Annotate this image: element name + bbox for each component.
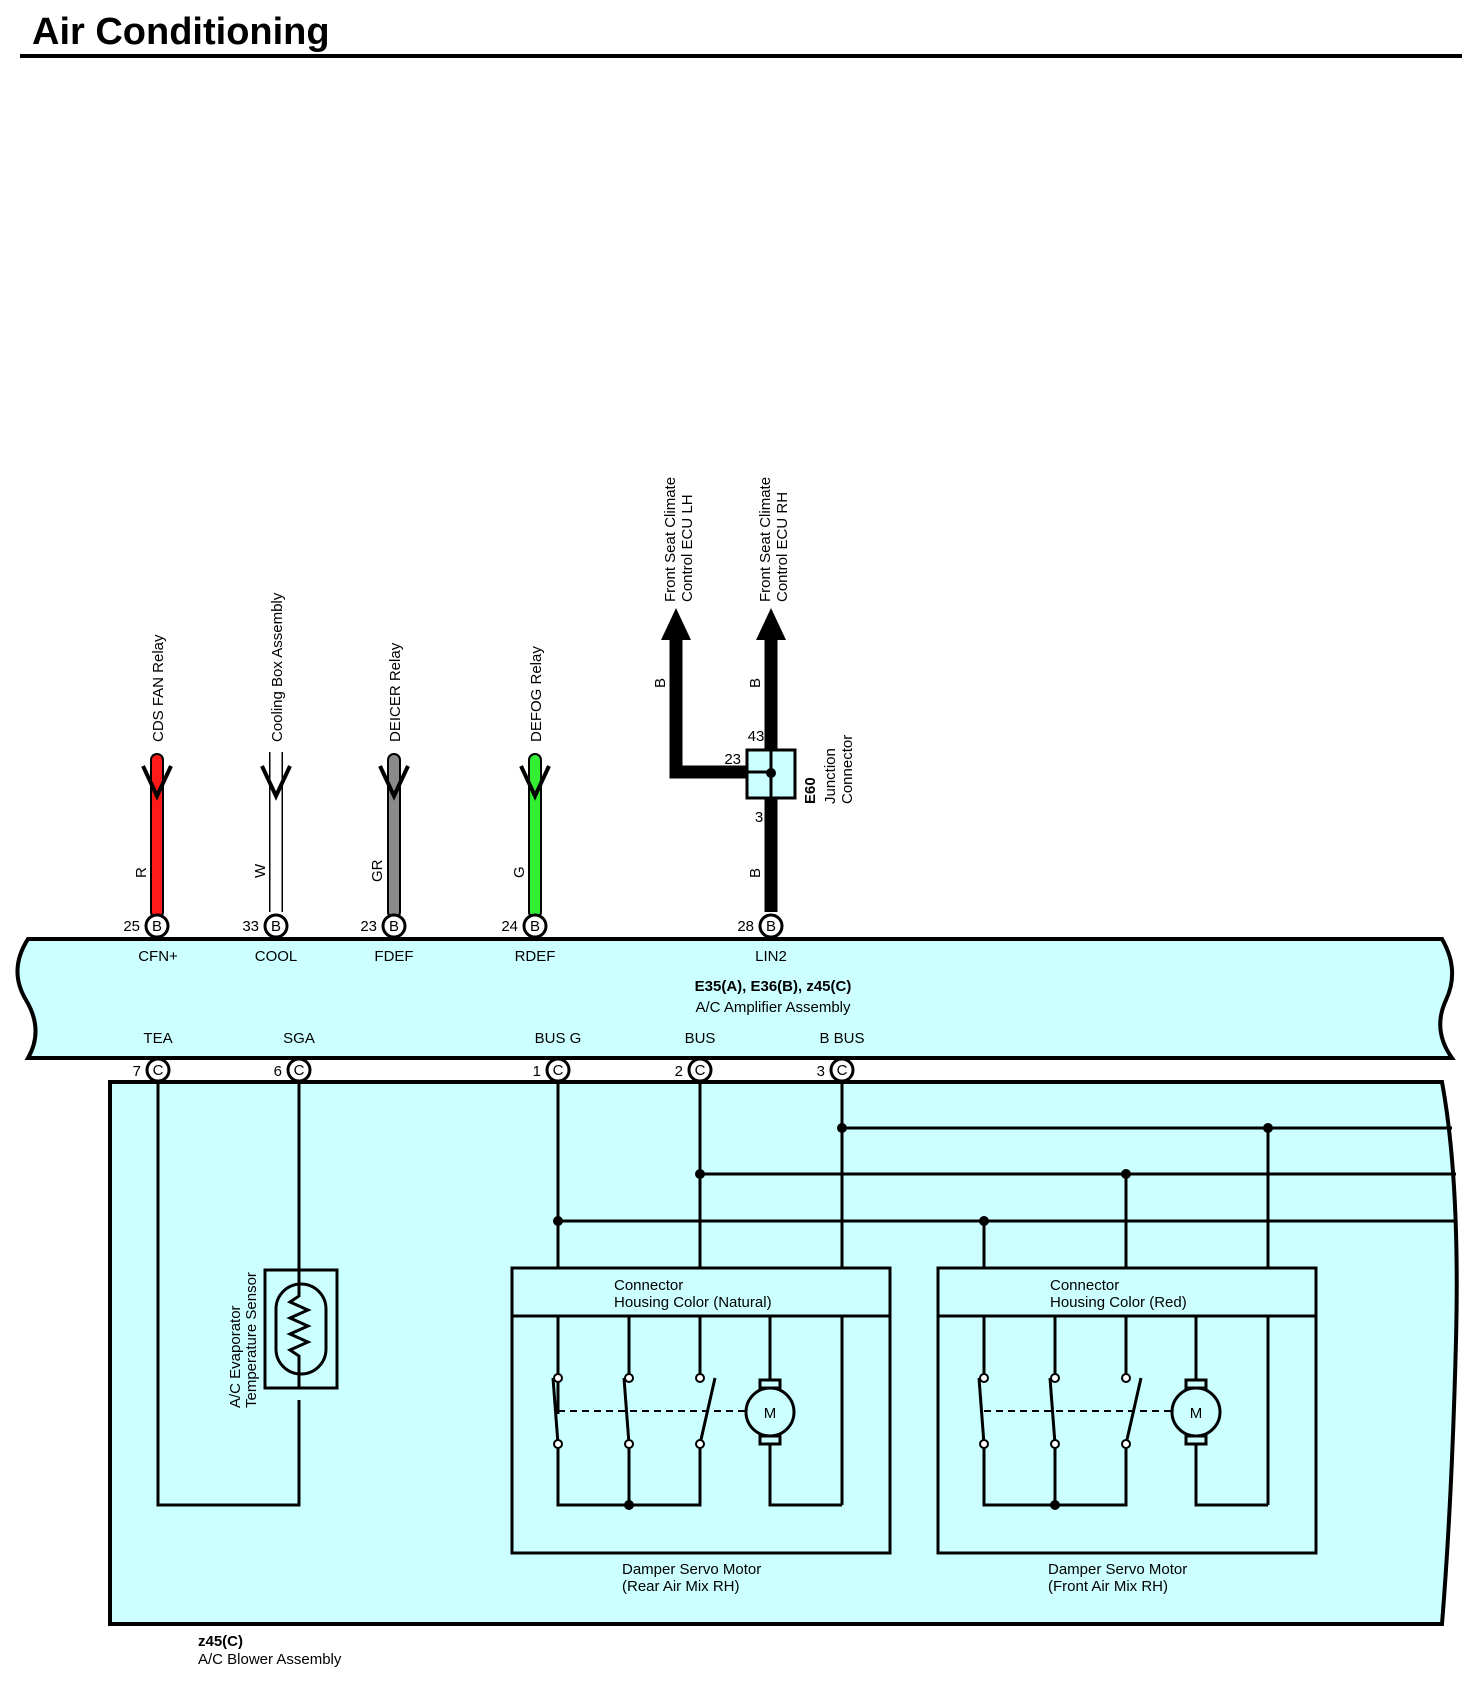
wire-color-code: B xyxy=(652,678,669,688)
wire-color-code: R xyxy=(133,867,150,878)
pin-number: 28 xyxy=(737,918,754,935)
signal-label: B BUS xyxy=(819,1030,864,1047)
junction-connector-e60 xyxy=(745,748,797,800)
junction-label: Connector xyxy=(839,735,856,804)
arrow-down-icon xyxy=(141,765,173,801)
ac-amplifier-band xyxy=(15,937,1456,1060)
housing-label: Housing Color (Natural) xyxy=(614,1294,772,1311)
signal-label: SGA xyxy=(283,1030,315,1047)
destination-label: CDS FAN Relay xyxy=(150,634,167,742)
servo-name: (Rear Air Mix RH) xyxy=(622,1578,740,1595)
pin-connector-letter: B xyxy=(766,918,776,935)
destination-label: Front Seat Climate xyxy=(757,477,774,602)
servo-front-block xyxy=(936,1266,1318,1555)
pin-connector-letter: C xyxy=(153,1062,164,1079)
wire-color-code: B xyxy=(747,868,764,878)
pin-number: 3 xyxy=(817,1063,825,1080)
motor-label: M xyxy=(764,1405,777,1422)
wire-cfn xyxy=(141,753,173,919)
pin-number: 2 xyxy=(675,1063,683,1080)
blower-connector: z45(C) xyxy=(198,1633,243,1650)
wire-color-code: B xyxy=(747,678,764,688)
pin-connector-letter: B xyxy=(152,918,162,935)
pin-number: 25 xyxy=(123,918,140,935)
junction-label: Junction xyxy=(822,748,839,804)
servo-name: Damper Servo Motor xyxy=(1048,1561,1187,1578)
pin-connector-letter: C xyxy=(553,1062,564,1079)
signal-label: BUS G xyxy=(535,1030,582,1047)
housing-label: Connector xyxy=(614,1277,683,1294)
signal-label: FDEF xyxy=(374,948,413,965)
junction-id: E60 xyxy=(802,777,819,804)
junction-pin-bottom: 3 xyxy=(755,809,763,826)
pin-number: 24 xyxy=(501,918,518,935)
wire-rdef xyxy=(519,753,551,919)
signal-label: RDEF xyxy=(515,948,556,965)
wire-cool xyxy=(260,752,292,912)
servo-name: (Front Air Mix RH) xyxy=(1048,1578,1168,1595)
signal-label: BUS xyxy=(685,1030,716,1047)
signal-label: TEA xyxy=(143,1030,172,1047)
servo-rear-block xyxy=(510,1266,892,1555)
signal-label: COOL xyxy=(255,948,298,965)
sensor-label: A/C Evaporator xyxy=(227,1305,244,1408)
wire-color-code: W xyxy=(252,863,269,878)
housing-label: Housing Color (Red) xyxy=(1050,1294,1187,1311)
pin-number: 1 xyxy=(533,1063,541,1080)
wire-fdef xyxy=(378,753,410,919)
signal-label: LIN2 xyxy=(755,948,787,965)
destination-label: DEICER Relay xyxy=(387,642,404,742)
destination-label: Cooling Box Assembly xyxy=(269,592,286,742)
amplifier-connectors: E35(A), E36(B), z45(C) xyxy=(695,978,852,995)
housing-label: Connector xyxy=(1050,1277,1119,1294)
destination-label: Control ECU RH xyxy=(774,492,791,602)
pin-connector-letter: C xyxy=(695,1062,706,1079)
motor-icon xyxy=(1170,1378,1222,1446)
sensor-label: Temperature Sensor xyxy=(243,1272,260,1408)
pin-number: 7 xyxy=(133,1063,141,1080)
junction-pin-top: 43 xyxy=(748,728,765,745)
destination-label: DEFOG Relay xyxy=(528,646,545,742)
pin-connector-letter: C xyxy=(837,1062,848,1079)
pin-number: 33 xyxy=(242,918,259,935)
page-title: Air Conditioning xyxy=(32,11,330,53)
destination-label: Front Seat Climate xyxy=(662,477,679,602)
pin-connector-letter: B xyxy=(271,918,281,935)
blower-name: A/C Blower Assembly xyxy=(198,1651,342,1668)
blower-wiring xyxy=(156,1070,1456,1507)
pin-circles-upper xyxy=(144,913,784,939)
pin-number: 6 xyxy=(274,1063,282,1080)
signal-label: CFN+ xyxy=(138,948,178,965)
junction-pin-left: 23 xyxy=(724,751,741,768)
pin-circles-lower xyxy=(145,1057,855,1083)
motor-icon xyxy=(744,1378,796,1446)
arrow-up-icon xyxy=(661,608,691,640)
pin-number: 23 xyxy=(360,918,377,935)
motor-label: M xyxy=(1190,1405,1203,1422)
thermistor-icon xyxy=(263,1268,339,1390)
arrow-down-icon xyxy=(519,765,551,801)
arrow-down-icon xyxy=(378,765,410,801)
wire-color-code: G xyxy=(511,866,528,878)
arrow-up-icon xyxy=(756,608,786,640)
pin-connector-letter: B xyxy=(530,918,540,935)
servo-name: Damper Servo Motor xyxy=(622,1561,761,1578)
pin-connector-letter: B xyxy=(389,918,399,935)
pin-connector-letter: C xyxy=(294,1062,305,1079)
bus-junction-dots xyxy=(553,1123,1273,1226)
amplifier-name: A/C Amplifier Assembly xyxy=(695,999,851,1016)
arrow-down-icon xyxy=(260,765,292,801)
destination-label: Control ECU LH xyxy=(679,494,696,602)
wire-color-code: GR xyxy=(369,859,386,882)
